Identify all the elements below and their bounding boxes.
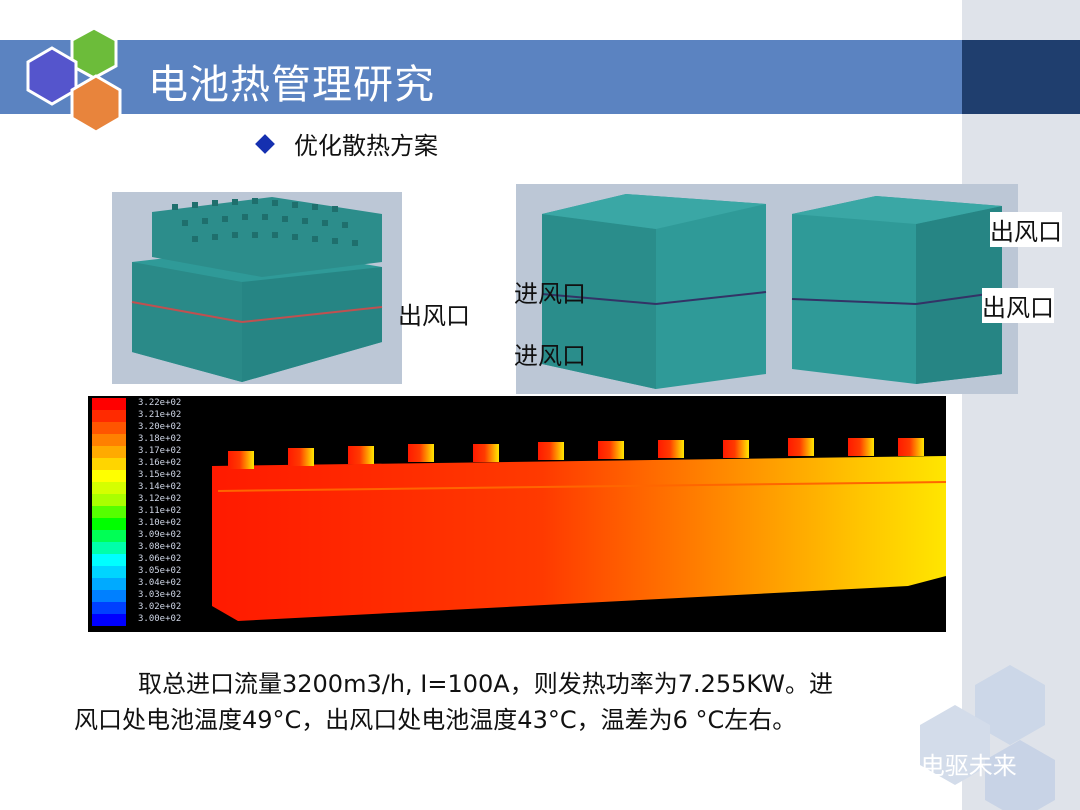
legend-label: 3.16e+02 [138,458,182,468]
legend-swatch [92,422,126,434]
legend-label: 3.08e+02 [138,542,182,552]
legend-label: 3.05e+02 [138,566,182,576]
hexagon-decoration [920,665,1055,810]
legend-swatch [92,458,126,470]
legend-swatch [92,566,126,578]
legend-swatch [92,530,126,542]
battery-pack-model-image [112,192,402,384]
outlet-mid-label: 出风口 [982,288,1054,323]
legend-label: 3.21e+02 [138,410,182,420]
legend-label: 3.15e+02 [138,470,182,480]
airflow-model-image [516,184,1018,394]
caption-paragraph: 取总进口流量3200m3/h, I=100A，则发热功率为7.255KW。进 风… [74,666,954,738]
inlet-bottom-label: 进风口 [514,342,586,370]
hexagon-logo-icon [26,26,122,134]
inlet-top-label: 进风口 [514,280,586,308]
legend-swatch [92,578,126,590]
legend-label: 3.20e+02 [138,422,182,432]
legend-label: 3.10e+02 [138,518,182,528]
legend-swatch [92,470,126,482]
legend-swatch [92,398,126,410]
legend-label: 3.00e+02 [138,614,182,624]
legend-swatch [92,482,126,494]
legend-swatch [92,506,126,518]
left-outlet-label: 出风口 [398,302,470,330]
page-title: 电池热管理研究 [148,62,435,108]
title-bar [0,40,962,114]
legend-label: 3.04e+02 [138,578,182,588]
legend-label: 3.02e+02 [138,602,182,612]
temperature-contour-plot: 3.22e+02 3.21e+02 3.20e+02 3.18e+02 3.17e+02… [88,396,946,632]
legend-swatch [92,590,126,602]
legend-swatch [92,602,126,614]
title-bar-accent [962,40,1080,114]
legend-swatch [92,554,126,566]
legend-label: 3.22e+02 [138,398,182,408]
bullet-diamond-icon [255,134,275,154]
legend-label: 3.17e+02 [138,446,182,456]
legend-label: 3.18e+02 [138,434,182,444]
legend-swatch [92,518,126,530]
legend-label: 3.06e+02 [138,554,182,564]
section-heading: 优化散热方案 [255,126,438,161]
legend-swatch [92,446,126,458]
legend-swatch [92,614,126,626]
legend-swatch [92,542,126,554]
wechat-icon: ⊙ [846,755,863,779]
watermark: ⊙ EDC电驱未来 [846,752,1017,780]
legend-label: 3.09e+02 [138,530,182,540]
legend-label: 3.14e+02 [138,482,182,492]
legend-swatch [92,434,126,446]
legend-swatch [92,410,126,422]
legend-swatch [92,494,126,506]
caption-line-1: 取总进口流量3200m3/h, I=100A，则发热功率为7.255KW。进 [138,670,834,698]
legend-label: 3.12e+02 [138,494,182,504]
legend-label: 3.03e+02 [138,590,182,600]
outlet-top-label: 出风口 [990,212,1062,247]
caption-line-2: 风口处电池温度49°C，出风口处电池温度43°C，温差为6 °C左右。 [74,706,797,734]
legend-label: 3.11e+02 [138,506,182,516]
